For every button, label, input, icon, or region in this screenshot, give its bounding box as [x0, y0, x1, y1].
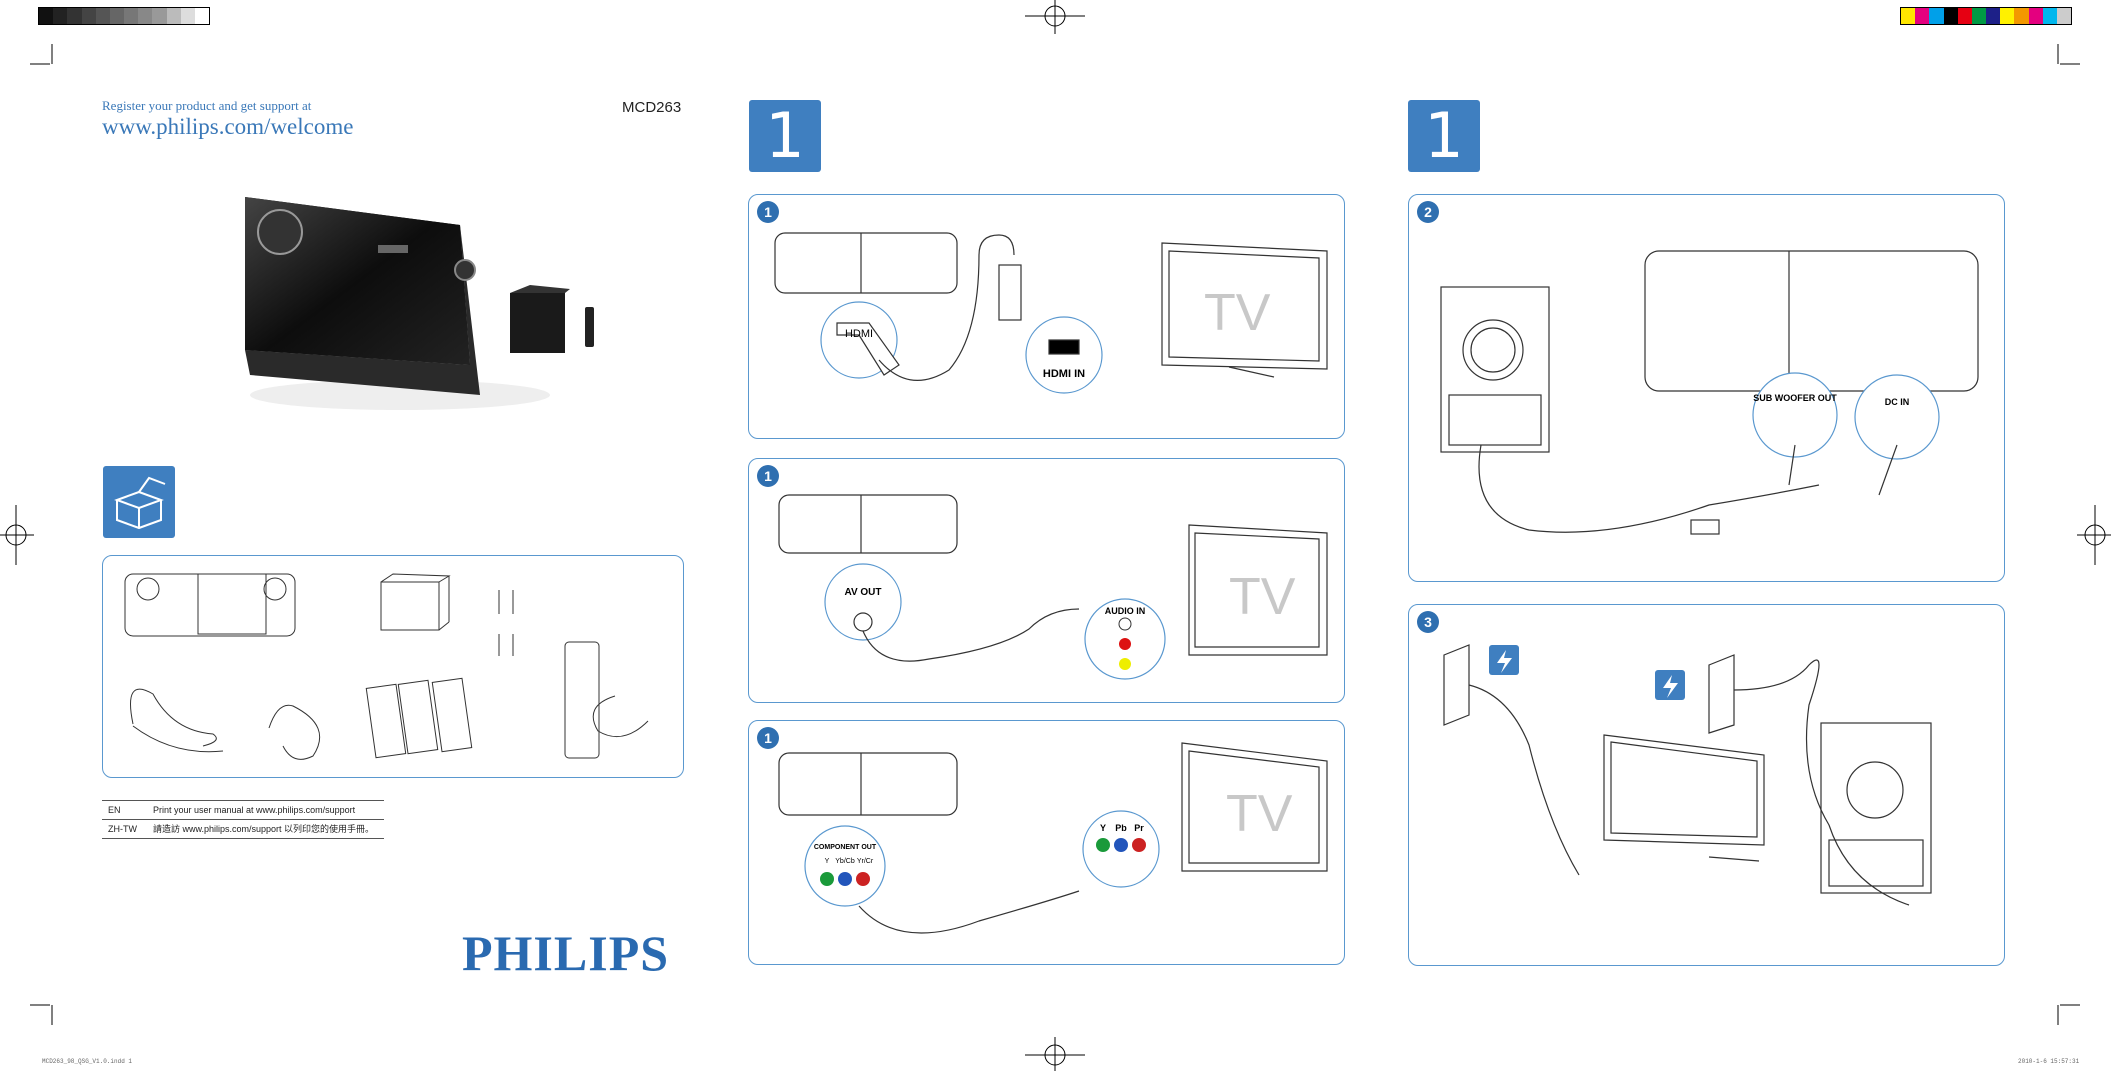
step-badge: 1: [757, 201, 779, 223]
component-cb-label: Yb/Cb: [835, 858, 855, 865]
component-cr-label: Yr/Cr: [857, 858, 874, 865]
sub-woofer-out-label: SUB WOOFER OUT: [1753, 393, 1837, 403]
color-bar: [1900, 7, 2072, 25]
grayscale-bar: [38, 7, 210, 25]
audio-in-label: AUDIO IN: [1105, 606, 1146, 616]
step-number-left: 1: [749, 100, 821, 172]
manual-table: EN Print your user manual at www.philips…: [102, 800, 384, 839]
tv-y-label: Y: [1100, 823, 1106, 833]
step-badge: 1: [757, 465, 779, 487]
component-y-label: Y: [825, 858, 830, 865]
philips-logo: PHILIPS: [462, 925, 670, 981]
register-text: Register your product and get support at: [102, 98, 312, 113]
power-panel: 3: [1408, 604, 2005, 966]
hdmi-in-label: HDMI IN: [1043, 368, 1085, 380]
model-number: MCD263: [622, 99, 682, 116]
component-out-label: COMPONENT OUT: [814, 844, 877, 851]
av-panel: 1 AV OUT AUDIO IN TV: [748, 458, 1345, 703]
manual-row-en: EN Print your user manual at www.philips…: [102, 800, 384, 820]
subwoofer-panel: 2 SUB WOOFER OUT DC IN: [1408, 194, 2005, 582]
tv-label: TV: [1226, 785, 1293, 843]
product-image: [245, 197, 594, 410]
hdmi-port-label: HDMI: [845, 328, 873, 340]
component-panel: 1 COMPONENT OUT Y Yb/Cb Yr/Cr Y Pb Pr TV: [748, 720, 1345, 965]
step-badge: 2: [1417, 201, 1439, 223]
tv-label: TV: [1229, 568, 1296, 626]
step-number-right: 1: [1408, 100, 1480, 172]
hdmi-panel: 1 HDMI HDMI IN TV: [748, 194, 1345, 439]
file-slug: MCD263_98_QSG_V1.0.indd 1: [42, 1058, 133, 1065]
manual-row-zh: ZH-TW 請造訪 www.philips.com/support 以列印您的使…: [102, 820, 384, 839]
tv-pr-label: Pr: [1134, 823, 1144, 833]
step-badge: 3: [1417, 611, 1439, 633]
box-contents-icon: [103, 466, 175, 538]
date-slug: 2010-1-6 15:57:31: [2018, 1058, 2080, 1065]
dc-in-label: DC IN: [1885, 397, 1910, 407]
tv-label: TV: [1204, 284, 1271, 342]
box-contents-panel: [102, 555, 684, 778]
step-badge: 1: [757, 727, 779, 749]
welcome-url[interactable]: www.philips.com/welcome: [102, 114, 354, 139]
av-out-label: AV OUT: [844, 587, 881, 598]
tv-pb-label: Pb: [1115, 823, 1127, 833]
